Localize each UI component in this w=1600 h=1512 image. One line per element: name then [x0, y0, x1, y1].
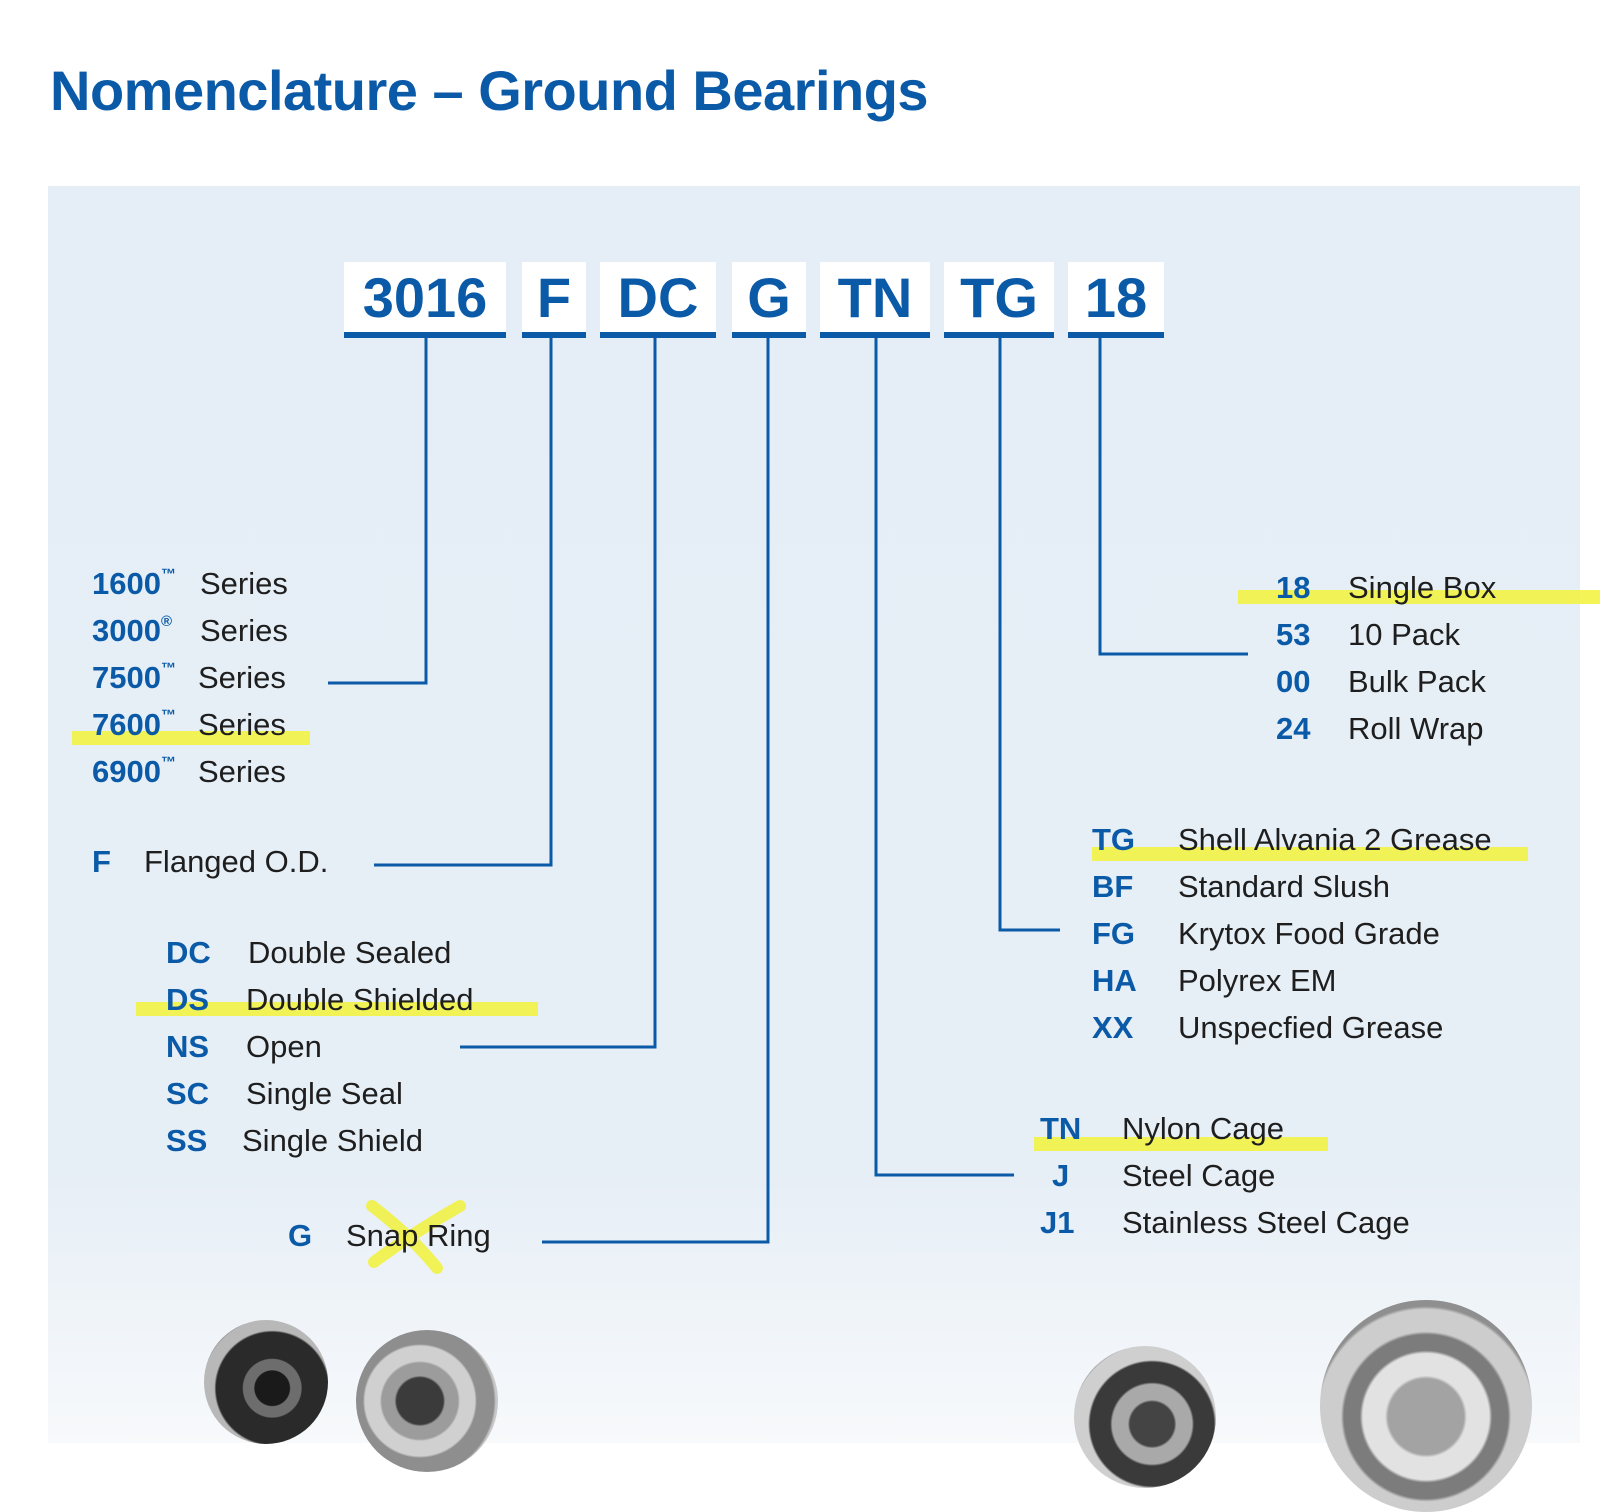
highlight-shell-alvania	[1092, 847, 1528, 861]
highlight-7600-series	[72, 731, 310, 745]
bearing-image	[1074, 1346, 1216, 1488]
highlight-nylon-cage	[1034, 1137, 1328, 1151]
bearing-image	[204, 1320, 328, 1444]
code-box-packaging: 18	[1068, 262, 1164, 338]
bearing-image	[356, 1330, 498, 1472]
code-box-cage: TN	[820, 262, 930, 338]
page-title: Nomenclature – Ground Bearings	[50, 59, 929, 122]
code-box-flange: F	[522, 262, 586, 338]
code-box-snap-ring: G	[732, 262, 806, 338]
highlight-single-box	[1238, 590, 1600, 604]
code-box-grease: TG	[944, 262, 1054, 338]
highlight-double-shielded	[136, 1002, 538, 1016]
code-box-seal: DC	[600, 262, 716, 338]
code-box-series: 3016	[344, 262, 506, 338]
nomenclature-panel	[48, 186, 1580, 1443]
bearing-image	[1320, 1300, 1532, 1512]
